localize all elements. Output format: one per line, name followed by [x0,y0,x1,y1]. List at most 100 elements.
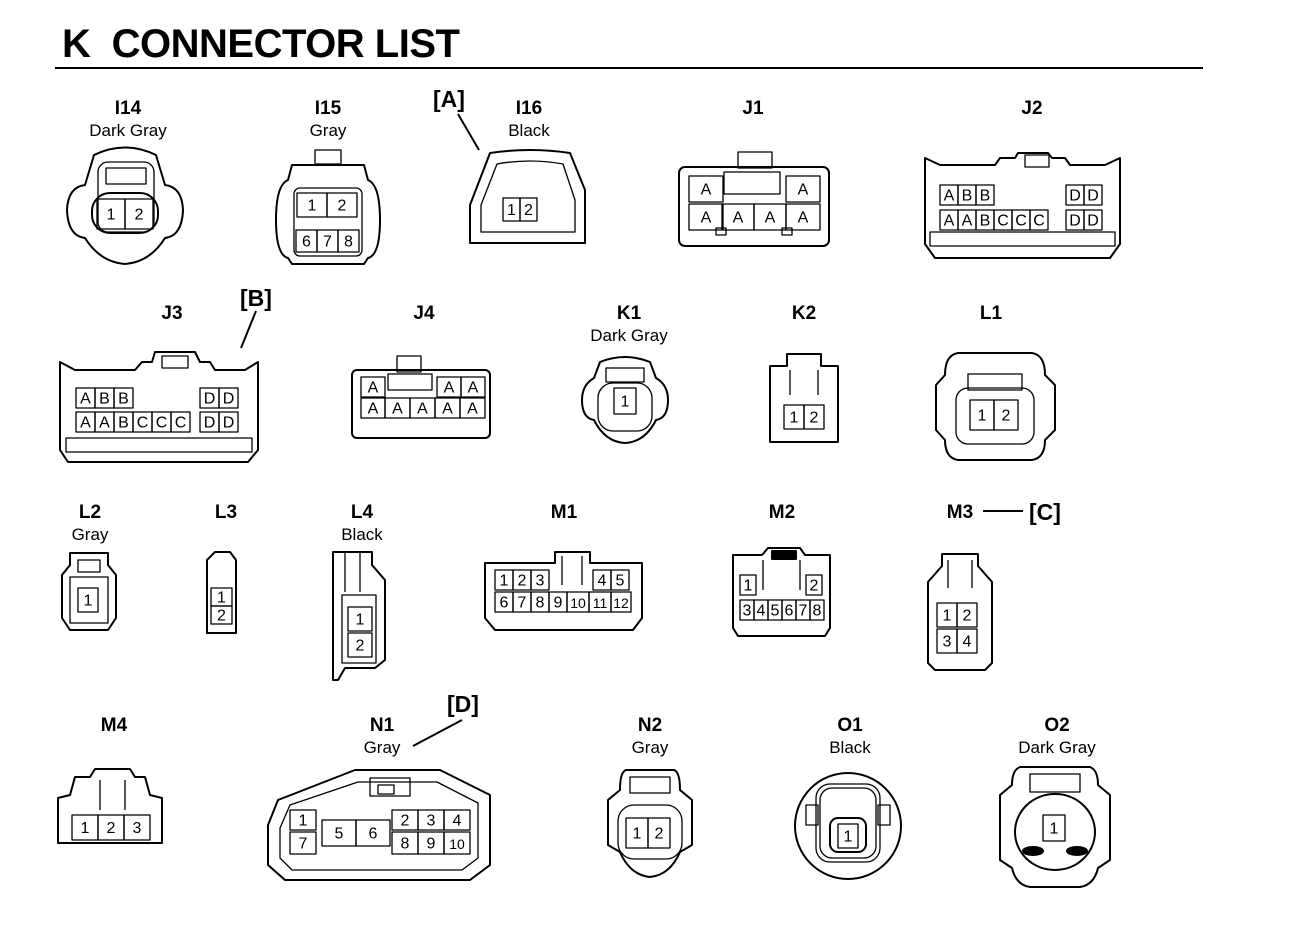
pin-label: 5 [771,603,780,620]
connector-l2-drawing [61,552,117,631]
connector-code-m2: M2 [768,502,796,523]
connector-header-l1: L1 [911,303,1071,325]
connector-o1-pins: 1 [837,823,859,849]
pin-cell [809,599,825,621]
pin-cell [113,387,134,409]
pin-cell [337,229,360,253]
connector-code-l3: L3 [214,502,238,523]
pin-cell [210,605,233,625]
connector-o2-pins: 1 [1042,814,1066,842]
pin-label: 3 [743,603,752,620]
connector-l2-pins: 1 [77,587,99,613]
pin-cell [460,376,486,398]
connector-color-l2: Gray [71,525,109,544]
connector-l3-pins: 12 [210,587,233,625]
pin-label: 2 [524,202,533,219]
pin-cell [956,628,978,654]
connector-code-i14: I14 [114,98,142,119]
pin-cell [1083,184,1103,206]
pin-label: 12 [613,595,629,611]
connector-color-i14: Dark Gray [89,121,167,140]
pin-cell [289,831,317,855]
pin-label: 2 [655,826,664,843]
pin-label: A [80,415,91,432]
pin-label: B [980,213,991,230]
connector-color-n2: Gray [631,738,669,757]
pin-cell [1083,209,1103,231]
pin-label: 1 [107,207,116,224]
connector-m4-drawing [57,768,163,844]
pin-label: 2 [1002,408,1011,425]
pin-label: 2 [963,608,972,625]
connector-code-k1: K1 [616,303,642,324]
pin-label: A [701,182,712,199]
pin-label: 7 [518,595,527,612]
pin-cell [530,569,550,591]
pin-label: 2 [356,638,365,655]
pin-label: 1 [790,410,799,427]
connector-k1-pins: 1 [613,387,637,415]
pin-label: 2 [135,207,144,224]
connector-code-n2: N2 [637,715,663,736]
connector-k1-drawing [581,356,669,444]
connector-m3-drawing [927,553,993,671]
pin-label: A [368,401,379,418]
pin-cell [218,411,239,433]
pin-label: 7 [299,836,308,853]
pin-label: A [392,401,403,418]
pin-label: C [1015,213,1027,230]
connector-header-m2: M2 [702,502,862,524]
connector-code-j1: J1 [742,98,764,119]
connector-j1-drawing [678,151,830,247]
connector-header-m4: M4 [34,715,194,737]
pin-label: 7 [799,603,808,620]
pin-label: 3 [943,634,952,651]
pin-label: 6 [369,826,378,843]
pin-label: 1 [633,826,642,843]
connector-color-i16: Black [508,121,550,140]
pin-cell [739,574,757,596]
connector-color-i15: Gray [309,121,347,140]
pin-label: B [962,188,973,205]
connector-i16-drawing [469,149,586,244]
pin-label: C [175,415,187,432]
connector-code-o1: O1 [837,715,863,736]
pin-label: 2 [810,410,819,427]
page-title: K CONNECTOR LIST [62,22,460,66]
callout-b: [B] [240,285,272,311]
pin-label: 1 [507,202,516,219]
connector-m2-drawing [732,547,831,637]
pin-cell [610,591,632,613]
pin-cell [956,602,978,628]
pin-label: 1 [217,590,226,607]
connector-j3-drawing [59,351,259,463]
connector-header-m1: M1 [484,502,644,524]
connector-i15-drawing [275,149,381,265]
pin-label: D [1087,188,1099,205]
pin-label: A [417,401,428,418]
connector-code-j3: J3 [161,303,183,324]
connector-header-l3: L3 [146,502,306,524]
pin-label: 1 [978,408,987,425]
pin-label: 2 [107,820,116,837]
connector-header-j3: J3 [92,303,252,325]
pin-cell [123,814,151,841]
pin-label: 1 [356,612,365,629]
connector-code-i15: I15 [314,98,342,119]
pin-cell [443,809,471,831]
pin-label: D [1069,188,1081,205]
pin-label: B [99,391,110,408]
connector-code-n1: N1 [369,715,395,736]
title-rule [55,67,1203,69]
pin-label: A [701,210,712,227]
